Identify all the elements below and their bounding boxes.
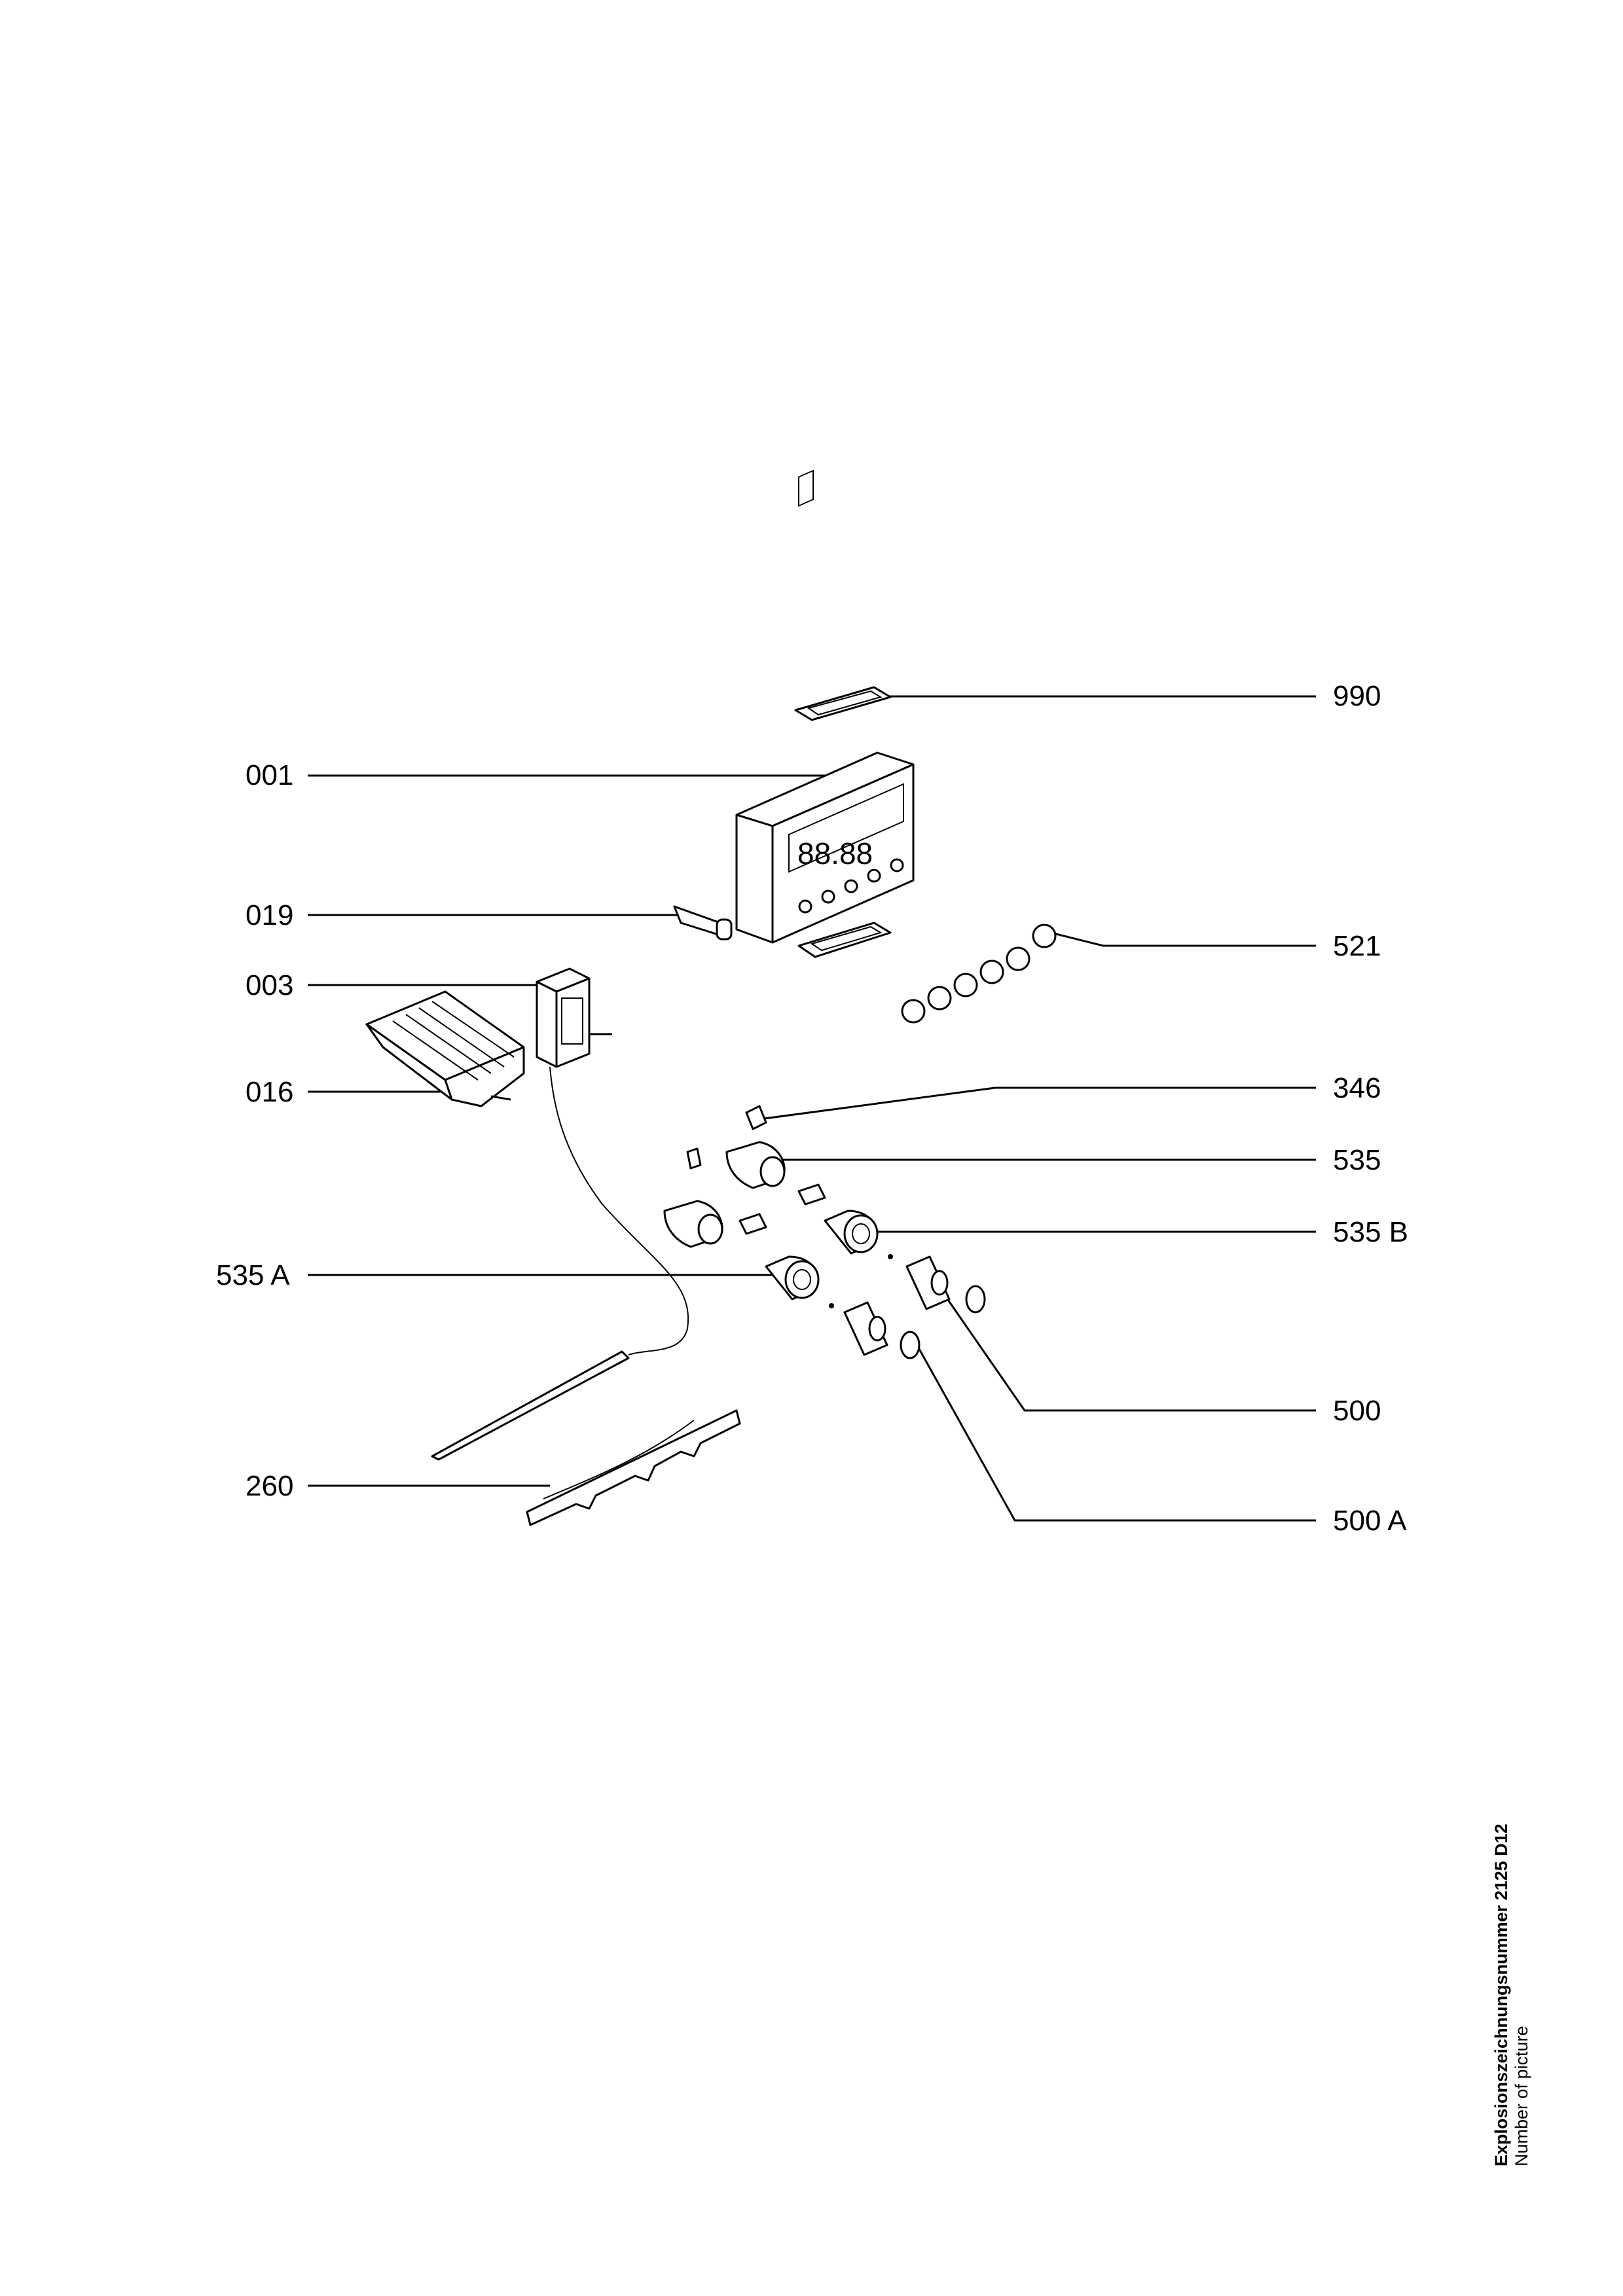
caption-title: Explosionszeichnungsnummer 2125 D12: [1491, 1823, 1511, 2166]
part-535-lamp-holder: [663, 1141, 826, 1248]
leader-500a: [912, 1338, 1316, 1522]
part-016-selector-switch: [365, 990, 525, 1107]
leader-500: [935, 1282, 1316, 1412]
part-535a-lamp-cover: [765, 1255, 820, 1300]
leader-521: [1050, 931, 1316, 947]
connector-dot: [888, 1254, 893, 1259]
label-535b: 535 B: [1333, 1216, 1408, 1248]
label-500: 500: [1333, 1395, 1381, 1427]
part-labels: 990 001 019 521 003 016 346 535 535 B 53…: [216, 680, 1408, 1537]
label-346: 346: [1333, 1072, 1381, 1104]
label-019: 019: [246, 899, 293, 931]
part-lower-bezel: [797, 922, 892, 958]
label-003: 003: [246, 969, 293, 1001]
part-535b-lamp-cover: [824, 1210, 879, 1255]
caption-subtitle: Number of picture: [1512, 2026, 1531, 2166]
label-521: 521: [1333, 930, 1381, 962]
timer-buttons: [798, 858, 904, 914]
part-521-buttons: [901, 924, 1057, 1024]
label-535a: 535 A: [216, 1259, 290, 1291]
connector-dot: [829, 1303, 834, 1308]
part-500-lamp: [888, 1254, 986, 1314]
part-346-clip: [745, 1105, 767, 1130]
picture-number-caption: Explosionszeichnungsnummer 2125 D12 Numb…: [1491, 1823, 1570, 2166]
seven-segment-digits: 88.88: [797, 469, 873, 870]
label-535: 535: [1333, 1144, 1381, 1176]
part-temperature-probe: [431, 1350, 630, 1461]
label-990: 990: [1333, 680, 1381, 712]
part-500a-lamp: [829, 1301, 921, 1359]
label-016: 016: [246, 1076, 293, 1108]
label-001: 001: [246, 759, 293, 791]
leader-346: [759, 1086, 1316, 1121]
label-500a: 500 A: [1333, 1505, 1407, 1537]
part-019-fuse: [673, 905, 733, 941]
label-260: 260: [246, 1470, 293, 1502]
leader-lines: [308, 695, 1316, 1522]
part-260-bracket: [526, 1409, 741, 1526]
svg-text:88.88: 88.88: [797, 836, 873, 870]
part-003-thermostat: [536, 967, 689, 1355]
part-001-timer: 88.88: [735, 469, 915, 944]
part-990-bezel: [794, 686, 892, 721]
